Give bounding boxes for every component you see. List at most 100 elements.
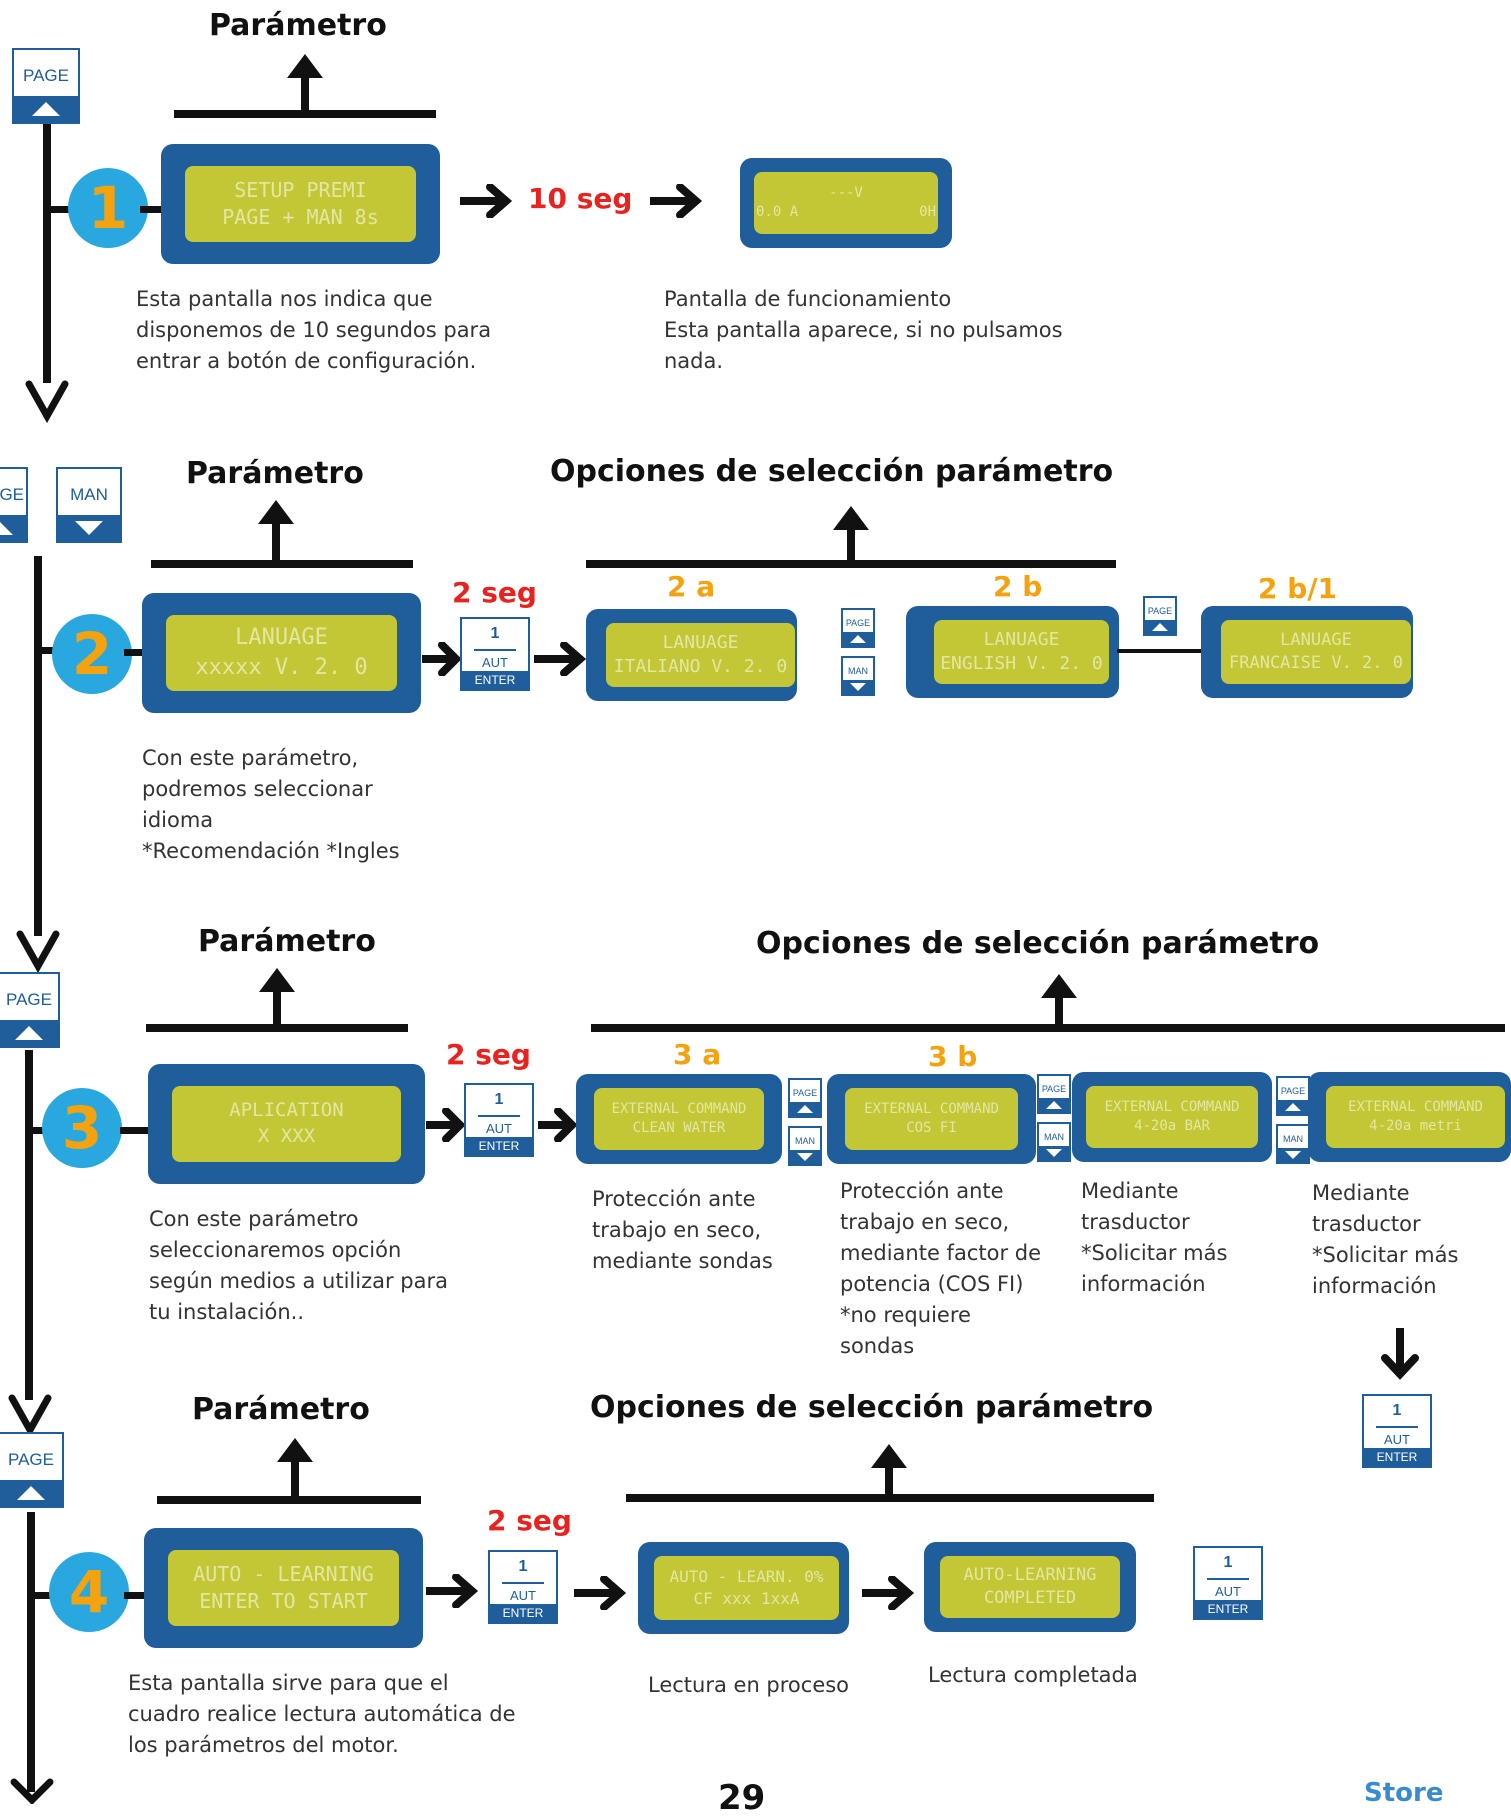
down-triangle-icon [850,683,866,691]
step-1-circle: 1 [68,168,148,248]
right-arrow-4c [862,1576,915,1610]
right-arrow-1a [460,184,513,218]
lcd-francaise: LANUAGE FRANCAISE V. 2. 0 [1201,606,1413,698]
up-triangle-icon [850,635,866,643]
label-2a: 2 a [667,570,716,603]
lcd-hours: 0H [919,204,936,220]
parametro-title-1: Parámetro [209,8,387,43]
desc-learning-progress: Lectura en proceso [648,1673,850,1697]
right-arrow-2a [422,642,462,676]
up-arrow-stem-4b [885,1464,893,1496]
page-number: 29 [718,1778,766,1818]
down-triangle-icon [1046,1149,1062,1157]
label-2b1: 2 b/1 [1258,572,1337,605]
opciones-bar-4 [626,1494,1154,1502]
up-triangle-icon [32,102,60,116]
lcd-4-20-metri: EXTERNAL COMMAND 4-20a metri [1308,1072,1511,1162]
parametro-bar-4 [157,1496,421,1504]
lcd-english: LANUAGE ENGLISH V. 2. 0 [906,606,1119,698]
lcd-setup: SETUP PREMI PAGE + MAN 8s [161,144,440,264]
connector-2 [34,647,54,654]
page-button-1[interactable]: PAGE [12,48,80,124]
page-button-3a[interactable]: PAGE [788,1078,822,1118]
up-arrow-stem-2 [272,520,280,562]
up-triangle-icon [0,521,13,535]
desc-learning-completed: Lectura completada [928,1663,1138,1687]
page-button-3c[interactable]: PAGE [1276,1076,1310,1116]
parametro-title-2: Parámetro [186,456,364,491]
lcd-line-1: SETUP PREMI [234,178,367,202]
lcd-current: 0.0 A [756,204,799,220]
desc-cos-fi: Protección ante trabajo en seco, mediant… [840,1179,1041,1358]
page-label: PAGE [8,1450,54,1469]
man-button-3b[interactable]: MAN [1037,1122,1071,1162]
down-arrow-1 [25,380,69,424]
step-1-link [140,206,164,213]
desc-step-4: Esta pantalla sirve para que el cuadro r… [128,1671,516,1757]
down-triangle-icon [797,1153,813,1161]
up-arrow-stem-3b [1055,994,1063,1028]
man-button-3a[interactable]: MAN [788,1126,822,1166]
up-arrow-stem-3 [273,988,281,1028]
page-label: PAGE [6,990,52,1009]
right-arrow-3a [426,1108,466,1142]
up-triangle-icon [17,1486,45,1500]
page-button-3[interactable]: PAGE [0,972,60,1048]
parametro-bar-1 [174,110,436,118]
label-3b: 3 b [928,1040,978,1073]
lcd-line-2: PAGE + MAN 8s [222,205,379,229]
opciones-title-2: Opciones de selección parámetro [550,454,1114,489]
up-arrow-stem-2b [847,526,855,562]
man-button-2a[interactable]: MAN [841,656,875,696]
down-arrow-3b [1381,1328,1419,1380]
up-triangle-icon [1046,1101,1062,1109]
flow-line-3 [25,1050,33,1400]
link-2b-2b1 [1117,649,1205,653]
step-2-circle: 2 [52,614,132,694]
lcd-auto-learning: AUTO - LEARNING ENTER TO START [144,1528,423,1648]
page-button-2a[interactable]: PAGE [841,608,875,648]
man-label: MAN [70,485,108,504]
down-triangle-icon [1285,1151,1301,1159]
desc-clean-water: Protección ante trabajo en seco, mediant… [592,1187,773,1273]
flow-line-1 [43,108,51,383]
desc-running: Pantalla de funcionamiento Esta pantalla… [664,287,1063,373]
right-arrow-4a [426,1574,479,1608]
opciones-bar-3 [591,1024,1505,1032]
page-button-4[interactable]: PAGE [0,1432,64,1508]
up-arrow-stem-1 [301,74,309,112]
desc-4-20-metri: Mediante trasductor *Solicitar más infor… [1312,1181,1459,1298]
page-button-2b[interactable]: PAGE [1143,596,1177,636]
step-4-circle: 4 [49,1552,129,1632]
lcd-current-row: 0.0 A 0H [754,203,938,222]
man-button-3c[interactable]: MAN [1276,1124,1310,1164]
flow-line-4 [27,1512,35,1792]
parametro-bar-2 [151,560,413,568]
page-button-3b[interactable]: PAGE [1037,1074,1071,1114]
up-triangle-icon [1285,1103,1301,1111]
page-button-2[interactable]: GE [0,467,28,543]
lcd-aplication: APLICATION X XXX [148,1064,425,1184]
down-arrow-4 [10,1778,54,1804]
lcd-learning-completed: AUTO-LEARNING COMPLETED [924,1542,1136,1632]
lcd-cos-fi: EXTERNAL COMMAND COS FI [827,1074,1036,1164]
lcd-italiano: LANUAGE ITALIANO V. 2. 0 [586,609,797,701]
step-2-link [124,649,146,656]
lcd-clean-water: EXTERNAL COMMAND CLEAN WATER [576,1074,782,1164]
parametro-title-3: Parámetro [198,924,376,959]
lcd-language: LANUAGE xxxxx V. 2. 0 [142,593,421,713]
down-arrow-2 [16,930,60,974]
up-triangle-icon [1152,623,1168,631]
lcd-learning-progress: AUTO - LEARN. 0% CF xxx 1xxA [638,1542,849,1634]
store-logo: Store [1364,1778,1444,1808]
man-button-2[interactable]: MAN [56,467,122,543]
lcd-running: ---V 0.0 A 0H [740,158,952,248]
step-3-circle: 3 [42,1088,122,1168]
down-triangle-icon [75,521,103,535]
delay-2-seg-2: 2 seg [452,576,537,609]
